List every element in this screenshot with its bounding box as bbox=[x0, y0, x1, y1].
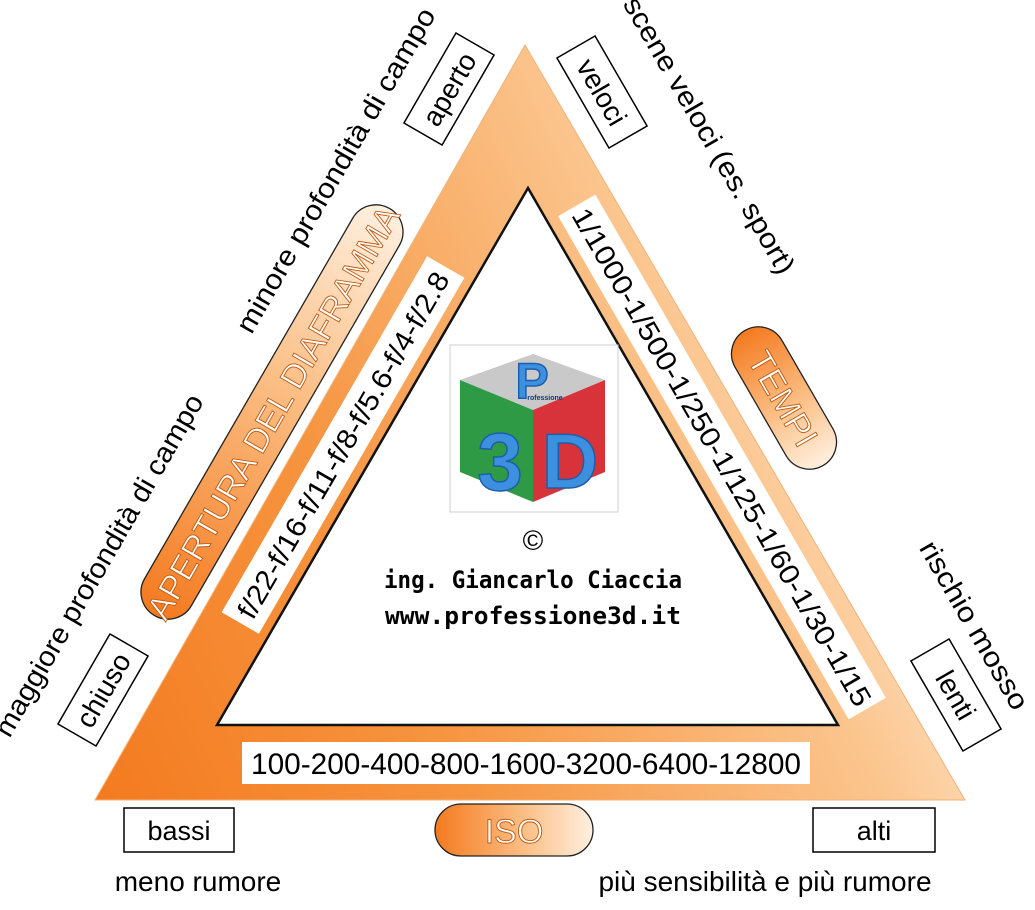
triangle-outer-edge bbox=[94, 43, 966, 801]
iso-pill-label: ISO bbox=[485, 813, 544, 851]
iso-pill bbox=[434, 803, 594, 857]
times-pill bbox=[730, 326, 838, 470]
bassi-label: bassi bbox=[147, 816, 210, 846]
iso-scale-box bbox=[242, 742, 810, 784]
copyright-symbol: © bbox=[523, 525, 544, 556]
lenti-box bbox=[909, 637, 1003, 753]
professione3d-logo: P rofessione 3 D bbox=[449, 344, 619, 513]
scene-veloci-note: scene veloci (es. sport) bbox=[617, 0, 801, 279]
aperture-scale-box bbox=[221, 256, 465, 634]
chiuso-box bbox=[56, 632, 150, 748]
logo-letter-p: P bbox=[515, 353, 548, 409]
veloci-box bbox=[555, 34, 649, 150]
alti-box bbox=[812, 807, 936, 853]
meno-rumore-note: meno rumore bbox=[115, 866, 282, 897]
iso-scale: 100-200-400-800-1600-3200-6400-12800 bbox=[251, 748, 801, 781]
alti-label: alti bbox=[857, 816, 892, 846]
logo-letter-d: D bbox=[542, 417, 598, 505]
times-scale-box bbox=[558, 194, 886, 720]
aperture-pill bbox=[140, 204, 404, 620]
logo-small-text: rofessione bbox=[527, 395, 563, 402]
piu-sensibilita-note: più sensibilità e più rumore bbox=[598, 866, 931, 897]
logo-digit-3: 3 bbox=[477, 417, 523, 508]
triangle-frame bbox=[95, 45, 965, 800]
bassi-box bbox=[123, 807, 235, 853]
website-url: www.professione3d.it bbox=[385, 602, 681, 630]
aperto-box bbox=[402, 31, 496, 147]
author-name: ing. Giancarlo Ciaccia bbox=[384, 566, 682, 594]
